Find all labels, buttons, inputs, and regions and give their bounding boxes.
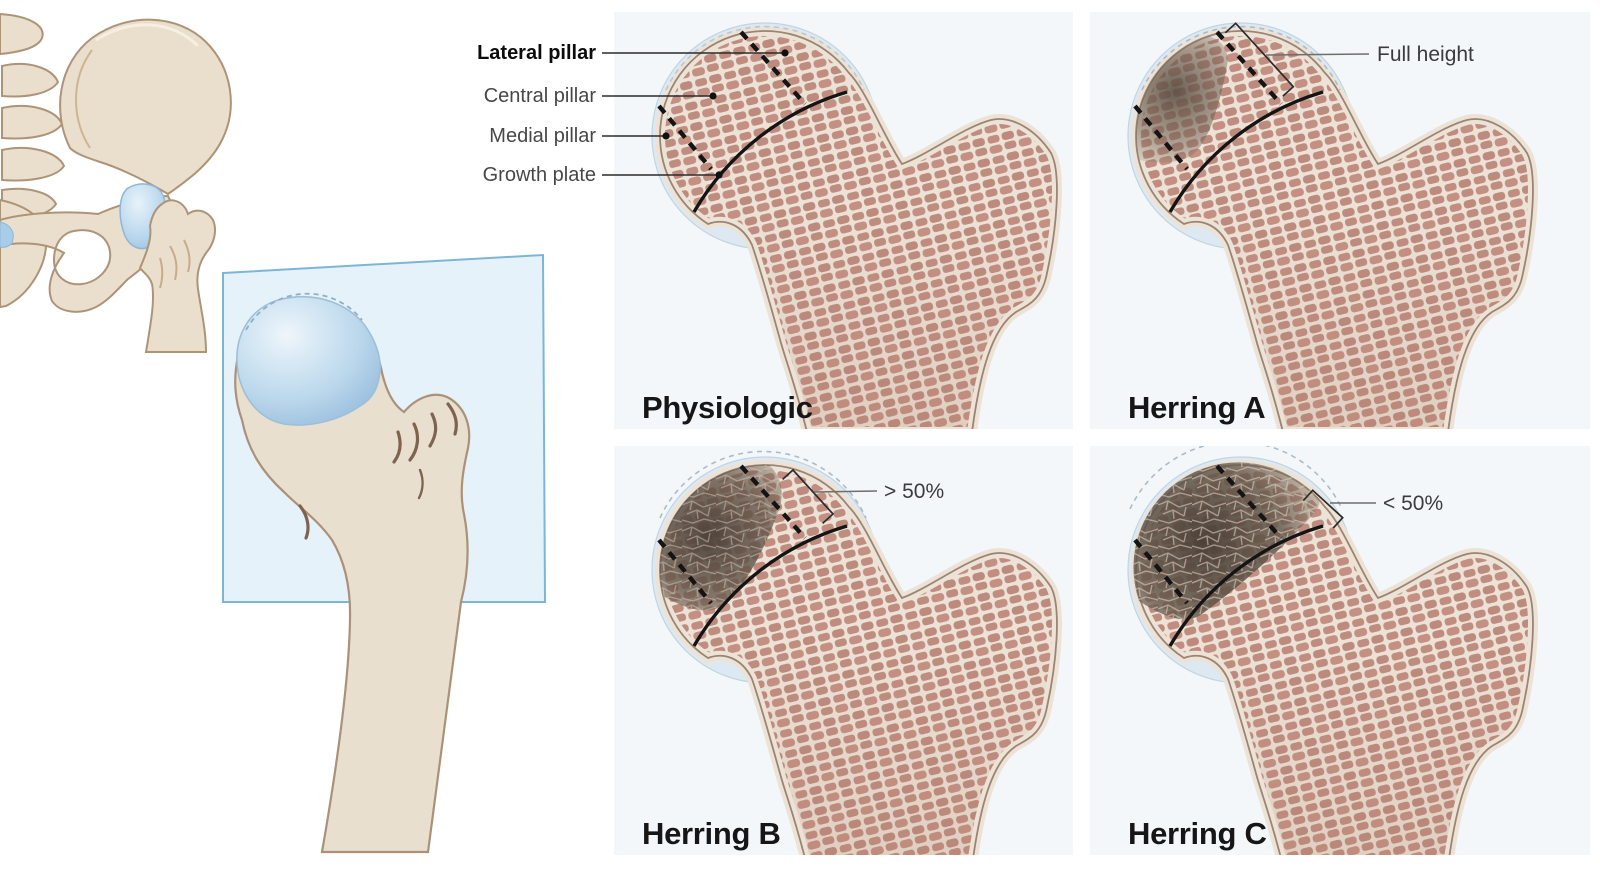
annotation-lt50: < 50% — [1383, 492, 1443, 515]
full-height-bracket — [1224, 22, 1370, 97]
annotation-full-height: Full height — [1377, 43, 1474, 66]
label-central-pillar: Central pillar — [483, 85, 596, 107]
overview-femur-art — [138, 199, 216, 353]
herring-c-femur-art: < 50% — [1090, 446, 1590, 855]
panel-herring-c: < 50% Herring C — [1090, 446, 1590, 855]
panel-herring-a: Full height Herring A — [1090, 12, 1590, 429]
lt50-bracket — [1302, 489, 1376, 529]
label-medial-pillar: Medial pillar — [489, 125, 596, 147]
panel-herring-b: > 50% Herring B — [614, 446, 1073, 855]
femoral-head-cartilage-cap — [236, 295, 381, 426]
herring-a-femur-art: Full height — [1090, 12, 1590, 429]
panel-title-herring-a: Herring A — [1128, 390, 1266, 426]
label-growth-plate: Growth plate — [482, 164, 596, 186]
panel-title-herring-b: Herring B — [642, 816, 781, 852]
panel-physiologic: Physiologic — [614, 12, 1073, 429]
herring-b-femur-art: > 50% — [614, 450, 1073, 855]
panel-title-herring-c: Herring C — [1128, 816, 1267, 852]
sectioned-femur-art — [234, 292, 471, 854]
annotation-gt50: > 50% — [884, 480, 944, 503]
hip-overview-illustration — [0, 12, 547, 854]
gt50-bracket — [782, 468, 878, 525]
panel-title-physiologic: Physiologic — [642, 390, 813, 426]
physiologic-femur-art — [614, 12, 1073, 429]
label-lateral-pillar: Lateral pillar — [477, 42, 596, 64]
symphysis-cartilage — [0, 221, 14, 248]
ilium-art — [59, 18, 232, 196]
necrosis-zone-a — [1136, 36, 1228, 163]
